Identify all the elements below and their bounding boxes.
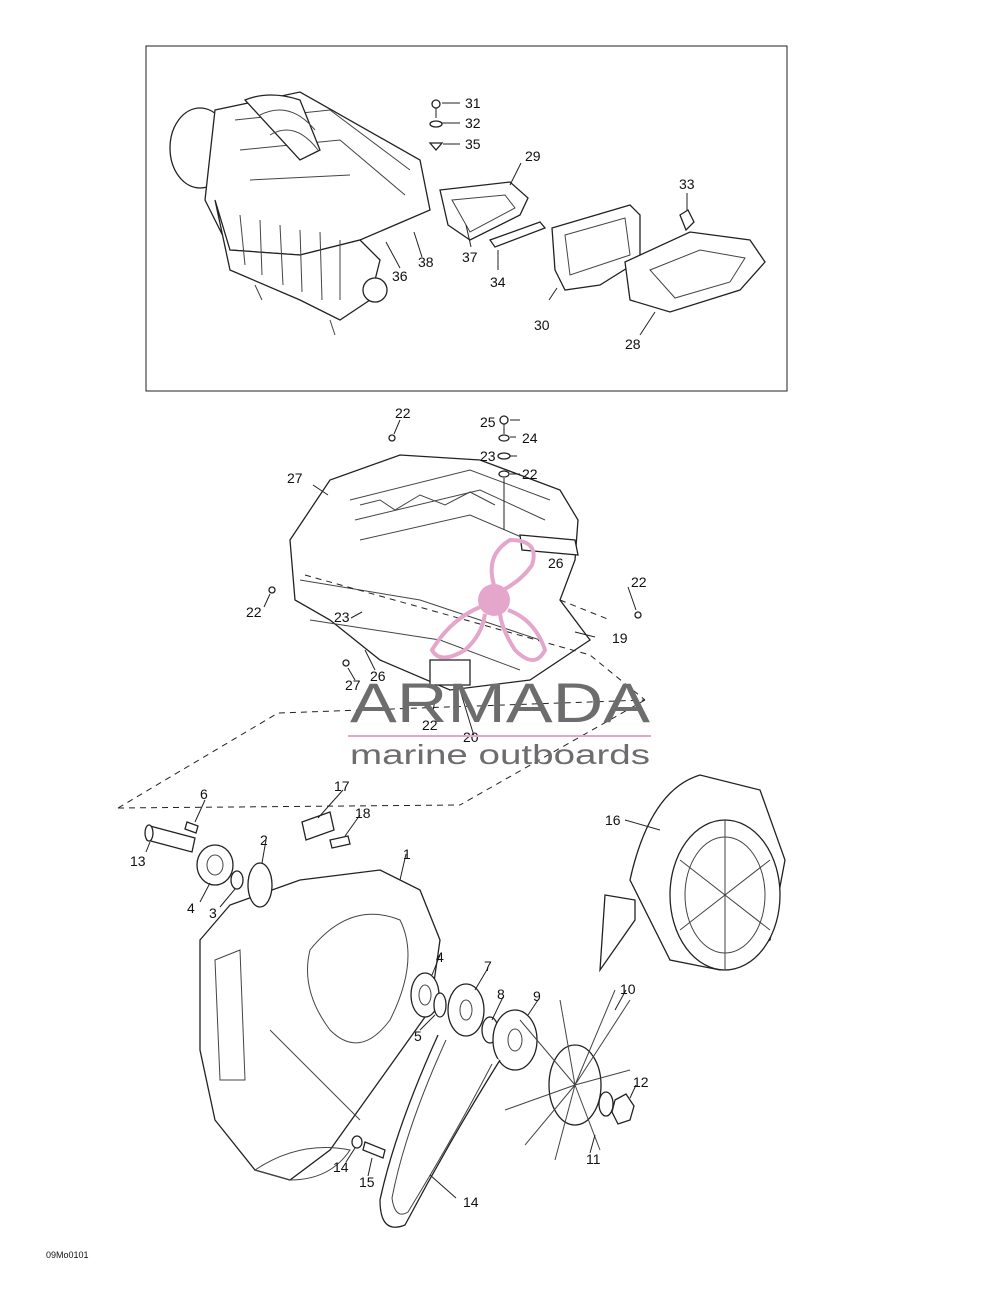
callout-22-left: 22 xyxy=(246,604,262,620)
callout-38: 34 xyxy=(490,274,506,290)
callout-41: 37 xyxy=(462,249,478,265)
callout-32: 28 xyxy=(625,336,641,352)
callout-27: 23 xyxy=(480,448,496,464)
callout-13: 12 xyxy=(633,1074,649,1090)
callout-22-bottom: 22 xyxy=(422,717,438,733)
clip-37 xyxy=(679,209,695,232)
callout-42: 38 xyxy=(418,254,434,270)
callout-28: 24 xyxy=(522,430,538,446)
propeller-logo-icon xyxy=(429,537,548,662)
callout-4-right: 4 xyxy=(436,949,444,965)
callout-20: 19 xyxy=(612,630,628,646)
callout-11: 10 xyxy=(620,981,636,997)
cover-assembly: 22 25 24 23 22 27 26 22 22 19 23 27 26 2… xyxy=(246,405,647,745)
callout-35: 31 xyxy=(465,95,481,111)
figure-code: 09Mo0101 xyxy=(46,1250,89,1260)
callout-24: 27 xyxy=(287,470,303,486)
callout-29: 25 xyxy=(480,414,496,430)
callout-10: 9 xyxy=(533,988,541,1004)
callout-15: 14 xyxy=(333,1159,349,1175)
inset-frame xyxy=(145,45,788,392)
callout-17: 16 xyxy=(605,812,621,828)
callout-22-top: 22 xyxy=(395,405,411,421)
callout-31: 27 xyxy=(345,677,361,693)
callout-33: 29 xyxy=(525,148,541,164)
callout-40: 36 xyxy=(392,268,408,284)
callout-23: 23 xyxy=(334,609,350,625)
callout-14: 14 xyxy=(463,1194,479,1210)
callout-36: 32 xyxy=(465,115,481,131)
callout-34: 30 xyxy=(534,317,550,333)
flywheel-fan-assembly: 6 17 18 2 13 1 4 3 16 4 7 8 9 10 5 12 11… xyxy=(117,699,786,1228)
callout-18: 17 xyxy=(334,778,350,794)
callout-39: 35 xyxy=(465,136,481,152)
callout-9: 8 xyxy=(497,986,505,1002)
callout-2: 2 xyxy=(260,832,268,848)
engine-block xyxy=(169,91,431,336)
seal-strip-38 xyxy=(488,221,547,248)
callout-1: 1 xyxy=(403,846,411,862)
callout-26: 22 xyxy=(522,466,538,482)
watermark-brand: ARMADA xyxy=(350,671,651,734)
callout-25: 26 xyxy=(548,555,564,571)
silencer-34 xyxy=(551,204,641,291)
fan-shroud-17 xyxy=(599,774,786,973)
callout-22-right: 22 xyxy=(631,574,647,590)
callout-37: 33 xyxy=(679,176,695,192)
callout-5: 13 xyxy=(130,853,146,869)
callout-6: 6 xyxy=(200,786,208,802)
inset-engine-intake: 31 32 35 29 33 37 34 38 36 30 28 xyxy=(145,45,788,392)
callout-3: 3 xyxy=(209,905,217,921)
callout-12: 11 xyxy=(586,1151,601,1167)
callout-8: 7 xyxy=(484,958,492,974)
fan-blade-11 xyxy=(504,989,631,1161)
callout-16: 15 xyxy=(359,1174,375,1190)
armada-watermark: ARMADA marine outboards xyxy=(348,537,651,770)
watermark-tagline: marine outboards xyxy=(350,739,650,770)
callout-7: 5 xyxy=(414,1028,422,1044)
callout-4-left: 4 xyxy=(187,900,195,916)
callout-30: 26 xyxy=(370,668,386,684)
air-box-32 xyxy=(624,231,766,313)
callout-19: 18 xyxy=(355,805,371,821)
